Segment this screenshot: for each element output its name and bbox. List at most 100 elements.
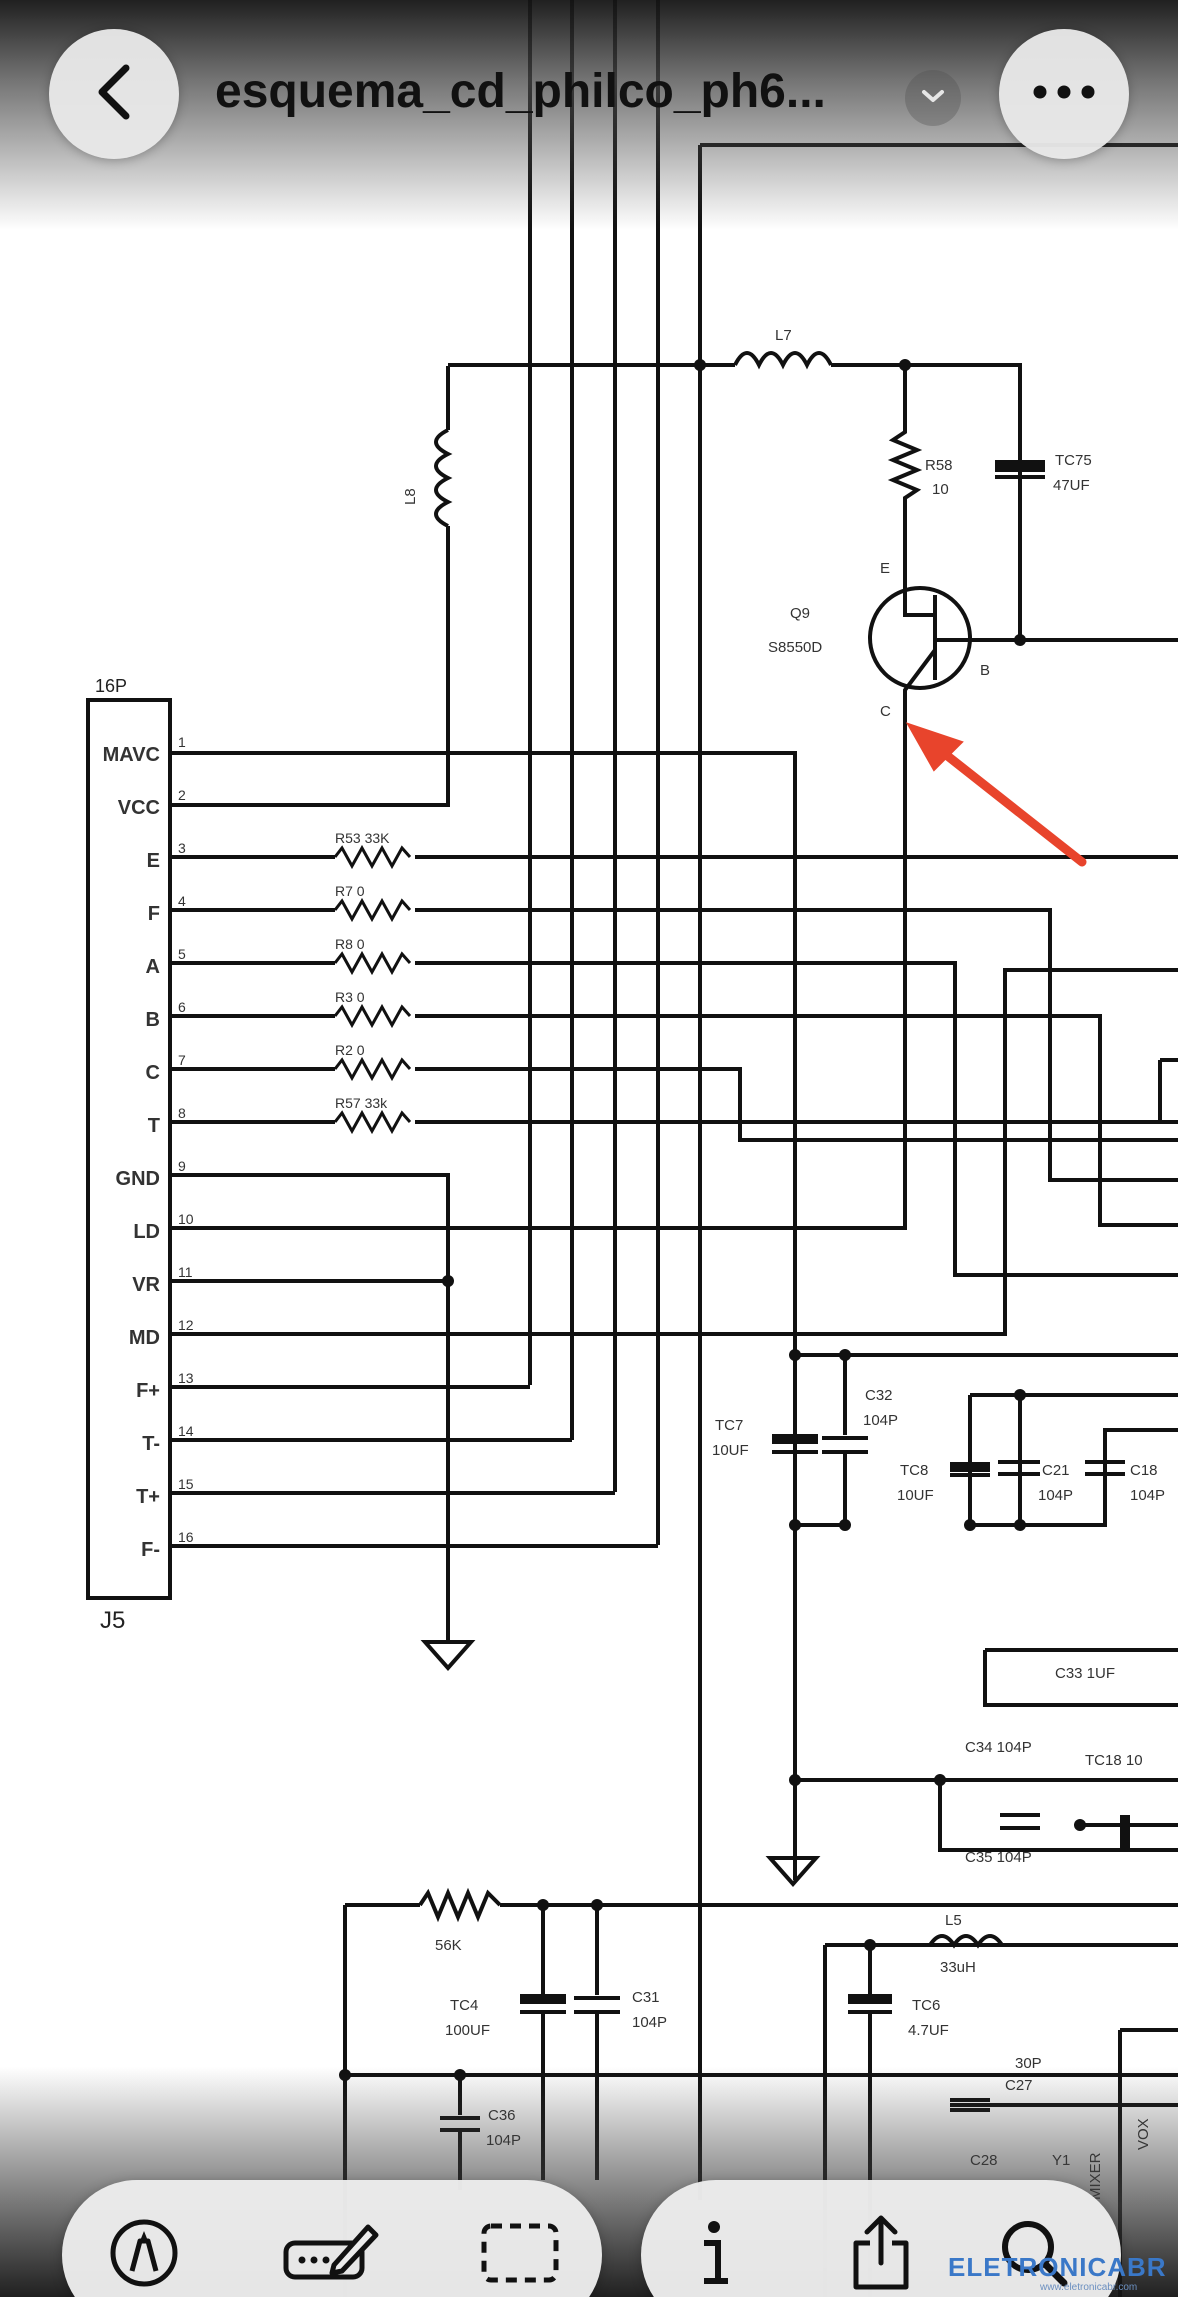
c34-label: C34 104P	[965, 1739, 1032, 1756]
l5-value: 33uH	[940, 1959, 976, 1976]
info-icon	[694, 2217, 734, 2294]
pin-number-label: 3	[178, 840, 186, 856]
q9-pin-c: C	[880, 703, 891, 720]
pin-name-label: T-	[142, 1433, 160, 1455]
pin-number-label: 4	[178, 893, 186, 909]
c31-value: 104P	[632, 2014, 667, 2031]
pin-name-label: T	[148, 1115, 160, 1137]
l7-label: L7	[775, 327, 792, 344]
pin-name-label: F-	[141, 1539, 160, 1561]
y1-label: Y1	[1052, 2152, 1070, 2169]
back-button[interactable]	[49, 29, 179, 159]
pin-name-label: GND	[116, 1168, 160, 1190]
chevron-down-icon	[920, 87, 946, 110]
annotation-arrow	[905, 722, 1087, 867]
tc4-ref: TC4	[450, 1997, 478, 2014]
pin-number-label: 10	[178, 1211, 194, 1227]
vox-label: VOX	[1135, 2118, 1152, 2150]
c36-value: 104P	[486, 2132, 521, 2149]
c18-ref: C18	[1130, 1462, 1158, 1479]
c33-label: C33 1UF	[1055, 1665, 1115, 1682]
c35-label: C35 104P	[965, 1849, 1032, 1866]
pin-name-label: VCC	[118, 797, 160, 819]
pin-name-label: T+	[136, 1486, 160, 1508]
q9-pin-e: E	[880, 560, 890, 577]
l5-ref: L5	[945, 1912, 962, 1929]
pin-name-label: E	[147, 850, 160, 872]
c21-value: 104P	[1038, 1487, 1073, 1504]
resistor-label: R8 0	[335, 936, 365, 952]
c32-value: 104P	[863, 1412, 898, 1429]
pin-number-label: 15	[178, 1476, 194, 1492]
share-button[interactable]	[826, 2200, 936, 2297]
pin-number-label: 2	[178, 787, 186, 803]
pin-name-label: MAVC	[103, 744, 160, 766]
title-menu-button[interactable]	[905, 70, 961, 126]
pin-number-label: 1	[178, 734, 186, 750]
select-rectangle-button[interactable]	[465, 2200, 575, 2297]
tc7-value: 10UF	[712, 1442, 749, 1459]
resistor-label: R3 0	[335, 989, 365, 1005]
pin-number-label: 16	[178, 1529, 194, 1545]
c32-ref: C32	[865, 1387, 893, 1404]
pin-number-label: 13	[178, 1370, 194, 1386]
pin-number-label: 8	[178, 1105, 186, 1121]
more-options-button[interactable]	[999, 29, 1129, 159]
c21-ref: C21	[1042, 1462, 1070, 1479]
pin-name-label: F+	[136, 1380, 160, 1402]
tc4-value: 100UF	[445, 2022, 490, 2039]
ellipsis-icon	[1032, 84, 1096, 105]
connector-type-label: 16P	[95, 676, 127, 696]
r-bottom-value: 56K	[435, 1937, 462, 1954]
markup-toolbar	[62, 2180, 602, 2297]
c36-ref: C36	[488, 2107, 516, 2124]
watermark-url: www.eletronicabr.com	[1040, 2282, 1138, 2293]
c31-ref: C31	[632, 1989, 660, 2006]
pin-number-label: 5	[178, 946, 186, 962]
pin-name-label: F	[148, 903, 160, 925]
pin-name-label: LD	[133, 1221, 160, 1243]
c28-label: C28	[970, 2152, 998, 2169]
c18-value: 104P	[1130, 1487, 1165, 1504]
pin-name-label: C	[146, 1062, 160, 1084]
markup-icon	[108, 2217, 180, 2294]
pin-name-label: MD	[129, 1327, 160, 1349]
tc18-label: TC18 10	[1085, 1752, 1143, 1769]
pin-number-label: 6	[178, 999, 186, 1015]
resistor-label: R2 0	[335, 1042, 365, 1058]
document-title[interactable]: esquema_cd_philco_ph6...	[215, 65, 826, 118]
tc6-ref: TC6	[912, 1997, 940, 2014]
watermark-logo: ELETRONICABR	[948, 2252, 1167, 2282]
tc8-value: 10UF	[897, 1487, 934, 1504]
share-icon	[848, 2213, 914, 2297]
resistor-label: R53 33K	[335, 830, 390, 846]
mixer-label: MIXER	[1087, 2152, 1104, 2200]
tc75-value: 47UF	[1053, 477, 1090, 494]
tc7-ref: TC7	[715, 1417, 743, 1434]
action-toolbar	[641, 2180, 1121, 2297]
pin-name-label: B	[146, 1009, 160, 1031]
value-30p-label: 30P	[1015, 2055, 1042, 2072]
resistor-label: R7 0	[335, 883, 365, 899]
r58-ref: R58	[925, 457, 953, 474]
tc75-ref: TC75	[1055, 452, 1092, 469]
markup-button[interactable]	[89, 2200, 199, 2297]
signature-icon	[282, 2217, 382, 2294]
q9-part: S8550D	[768, 639, 822, 656]
pin-number-label: 9	[178, 1158, 186, 1174]
pin-number-label: 14	[178, 1423, 194, 1439]
signature-button[interactable]	[277, 2200, 387, 2297]
search-button[interactable]	[979, 2200, 1089, 2297]
pin-number-label: 7	[178, 1052, 186, 1068]
chevron-left-icon	[92, 62, 136, 127]
info-button[interactable]	[659, 2200, 769, 2297]
select-rectangle-icon	[480, 2222, 560, 2289]
connector-ref-label: J5	[100, 1607, 125, 1634]
tc8-ref: TC8	[900, 1462, 928, 1479]
pin-number-label: 12	[178, 1317, 194, 1333]
tc6-value: 4.7UF	[908, 2022, 949, 2039]
pin-number-label: 11	[178, 1264, 193, 1280]
q9-pin-b: B	[980, 662, 990, 679]
